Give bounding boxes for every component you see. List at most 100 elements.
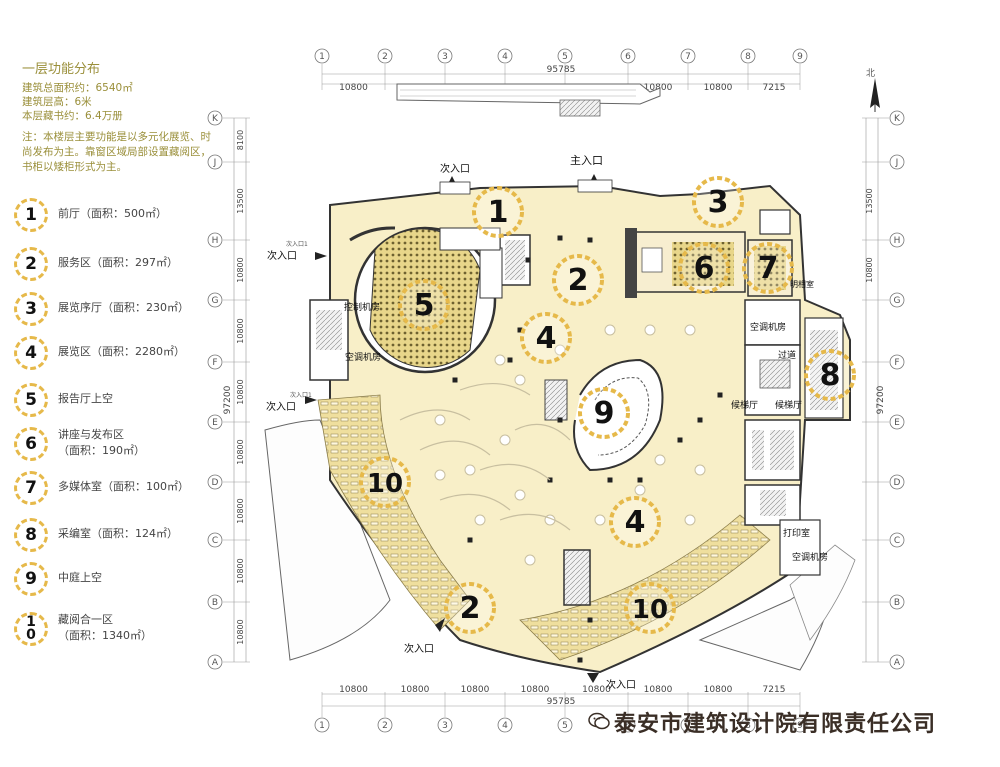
row-bubble <box>207 414 223 430</box>
legend-label: 采编室（面积：124㎡） <box>58 527 178 540</box>
row-bubble <box>889 594 905 610</box>
exhibit-pod <box>654 454 666 466</box>
column-label: 2 <box>382 52 388 62</box>
column-label: 3 <box>442 52 448 62</box>
legend-sublabel: （面积：190㎡） <box>58 444 145 457</box>
column-bubble <box>557 717 573 733</box>
dimension-total: 95785 <box>547 65 576 75</box>
row-label: F <box>894 358 899 368</box>
dimension-span: 13500 <box>865 188 874 213</box>
column-post <box>587 237 593 243</box>
legend-badge: 7 <box>14 471 48 505</box>
top-canopy <box>396 83 661 117</box>
area-badge-number: 10 <box>367 469 403 499</box>
entrance-left-lower-tag: 次入口1 <box>290 391 312 399</box>
legend-label: 中庭上空 <box>58 571 102 584</box>
column-label: 8 <box>745 52 751 62</box>
exhibit-pod <box>634 484 646 496</box>
area-badge-ring <box>520 312 572 364</box>
column-bubble <box>437 717 453 733</box>
legend-label: 藏阅合一区 <box>58 613 113 626</box>
legend-label: 服务区（面积：297㎡） <box>58 256 178 269</box>
dimension-span: 10800 <box>236 318 245 343</box>
reading-zone-bottom <box>519 514 771 661</box>
column-bubble <box>680 717 696 733</box>
dimension-span: 10800 <box>704 685 733 695</box>
column-post <box>557 235 563 241</box>
label-room-7-side: 明相室 <box>790 279 814 289</box>
column-bubble <box>740 48 756 64</box>
area-badge-ring <box>359 456 411 508</box>
dimension-total: 97200 <box>876 385 886 414</box>
column-post <box>717 392 723 398</box>
column-label: 3 <box>442 721 448 731</box>
display-arcs <box>399 382 571 531</box>
column-bubble <box>377 717 393 733</box>
dimension-span: 7215 <box>763 83 786 93</box>
exhibit-pod <box>604 324 616 336</box>
exhibit-pod <box>694 464 706 476</box>
dimension-span: 10800 <box>236 619 245 644</box>
row-label: B <box>212 598 218 608</box>
column-label: 9 <box>797 721 803 731</box>
column-post <box>677 437 683 443</box>
area-badge-number: 10 <box>632 595 668 625</box>
north-arrow: 北 <box>866 68 880 112</box>
exhibit-pod <box>684 514 696 526</box>
row-label: G <box>212 296 219 306</box>
dimension-span: 10800 <box>644 685 673 695</box>
label-print-room: 打印室 <box>783 527 810 539</box>
legend-badge: 9 <box>14 562 48 596</box>
row-bubble <box>889 532 905 548</box>
exhibit-pod <box>434 469 446 481</box>
row-bubble <box>889 292 905 308</box>
area-badge-number: 5 <box>414 288 435 323</box>
area-badge-ring <box>692 176 744 228</box>
column-post <box>607 477 613 483</box>
column-bubble <box>620 48 636 64</box>
column-post <box>587 617 593 623</box>
column-post <box>467 537 473 543</box>
row-bubble <box>889 354 905 370</box>
legend-badge-digit: 1 <box>26 614 36 630</box>
label-control-room: 控制机房 <box>344 301 380 313</box>
stat-area: 建筑总面积约：6540㎡ <box>22 82 133 94</box>
column-label: 1 <box>319 52 325 62</box>
dimension-span: 10800 <box>865 257 874 282</box>
area-badge-number: 2 <box>568 263 589 298</box>
legend-label: 展览区（面积：2280㎡） <box>58 345 185 358</box>
column-bubble <box>620 717 636 733</box>
exhibit-pod <box>644 324 656 336</box>
dimension-total: 97200 <box>223 385 233 414</box>
legend-badge: 5 <box>14 383 48 417</box>
area-badge-ring <box>678 242 730 294</box>
dimension-span: 10800 <box>339 685 368 695</box>
row-bubble <box>207 292 223 308</box>
exhibit-pod <box>434 414 446 426</box>
area-badge-ring <box>444 582 496 634</box>
area-badge-number: 3 <box>708 185 729 220</box>
service-core <box>625 209 844 576</box>
area-badge-number: 8 <box>820 358 841 393</box>
entrance-left-upper-tag: 次入口1 <box>286 240 308 248</box>
dimension-span: 10800 <box>236 558 245 583</box>
dimension-span: 10800 <box>236 379 245 404</box>
area-badge-ring <box>804 349 856 401</box>
label-elevator-right: 候梯厅 <box>775 399 802 411</box>
area-badge-number: 6 <box>694 251 715 286</box>
column-label: 2 <box>382 721 388 731</box>
row-bubble <box>207 654 223 670</box>
row-bubble <box>207 474 223 490</box>
area-badge-ring <box>742 242 794 294</box>
column-label: 5 <box>562 52 568 62</box>
atrium <box>544 358 664 472</box>
